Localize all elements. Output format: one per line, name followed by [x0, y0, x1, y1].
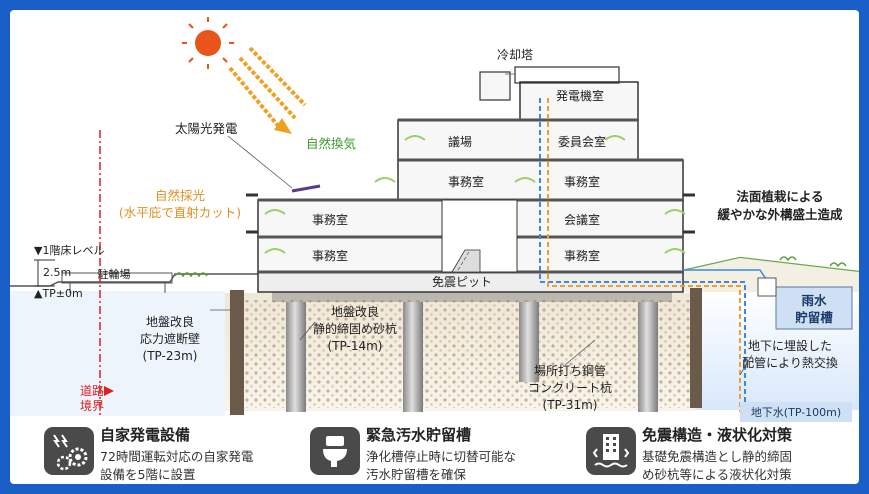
- stress-barrier-wall: [230, 290, 244, 415]
- feature-desc-line1: 72時間運転対応の自家発電: [100, 449, 254, 464]
- natural-lighting-label: 自然採光: [155, 188, 205, 203]
- height-label: 2.5m: [43, 266, 71, 279]
- cast-pile-label: 場所打ち鋼管: [534, 363, 606, 378]
- sand-pile-label-2: 静的締固め砂杭: [313, 321, 397, 336]
- assembly-hall-label: 議場: [448, 135, 472, 149]
- ventilation-flow: [264, 135, 686, 254]
- generator-room-label: 発電機室: [556, 88, 604, 103]
- rain-tank-label-2: 貯留槽: [795, 310, 833, 325]
- toilet-icon: [310, 427, 360, 475]
- natural-lighting-note: (水平庇で直射カット): [119, 205, 241, 220]
- feature-desc-line1: 浄化槽停止時に切替可能な: [366, 449, 517, 464]
- feature-desc-line2: め砂杭等による液状化対策: [642, 467, 792, 482]
- tp-zero-label: ▲TP±0m: [34, 287, 83, 300]
- leader-lines: [210, 73, 753, 376]
- groundwater-box: [740, 402, 852, 422]
- ground-surface: [10, 256, 859, 292]
- diagram-panel: 冷却塔 発電機室 議場 委員会室 事務室 事務室 事務室 会議室 事務室 事務室…: [10, 10, 859, 484]
- level-dimension: [34, 259, 55, 287]
- feature-seismic: 免震構造・液状化対策 基礎免震構造とし静的締固 め砂杭等による液状化対策: [586, 424, 856, 482]
- slope-planting-label-2: 緩やかな外構盛土造成: [717, 207, 843, 222]
- slope-planting-label: 法面植栽による: [736, 189, 823, 204]
- feature-desc-line2: 設備を5階に設置: [100, 467, 196, 482]
- office-label: 事務室: [564, 174, 600, 189]
- cooling-tower-label: 冷却塔: [497, 48, 533, 62]
- sand-pile-label: 地盤改良: [331, 304, 379, 319]
- seismic-building-icon: [586, 427, 636, 475]
- bicycle-shed: [61, 272, 173, 293]
- natural-ventilation-label: 自然換気: [306, 136, 356, 151]
- meeting-room-label: 会議室: [564, 212, 600, 227]
- bicycle-parking-label: 駐輪場: [98, 267, 131, 281]
- feature-generator: 自家発電設備 72時間運転対応の自家発電 設備を5階に設置: [44, 424, 304, 482]
- geothermal-pipes: [539, 98, 746, 412]
- seismic-pit-label: 免震ピット: [432, 274, 492, 289]
- sunbeam-arrows: [228, 46, 307, 130]
- office-label: 事務室: [312, 248, 348, 263]
- sun-icon: [182, 17, 234, 69]
- feature-title: 緊急汚水貯留槽: [366, 426, 472, 444]
- stress-wall-label: 地盤改良: [146, 314, 194, 329]
- sand-pile-depth: (TP-14m): [328, 339, 383, 353]
- soil-layer: [10, 290, 859, 416]
- sunbeam-arrowhead: [274, 118, 292, 134]
- feature-title: 自家発電設備: [100, 426, 191, 444]
- road-boundary-label: 道路: [80, 383, 104, 398]
- rain-inlet: [757, 277, 777, 297]
- road-boundary-arrow: [104, 386, 114, 396]
- office-label: 事務室: [564, 248, 600, 263]
- office-label: 事務室: [448, 174, 484, 189]
- office-label: 事務室: [312, 212, 348, 227]
- building-section-diagram: 冷却塔 発電機室 議場 委員会室 事務室 事務室 事務室 会議室 事務室 事務室…: [10, 17, 859, 422]
- feature-title: 免震構造・液状化対策: [642, 426, 793, 444]
- cast-pile-label-2: コンクリート杭: [528, 380, 612, 395]
- groundwater-label: 地下水(TP-100m): [751, 406, 841, 419]
- feature-desc-line1: 基礎免震構造とし静的締固: [642, 449, 793, 464]
- cast-pile-depth: (TP-31m): [543, 398, 598, 412]
- retaining-wall-right: [690, 288, 702, 408]
- floor-level-label: ▼1階床レベル: [34, 243, 104, 257]
- committee-room-label: 委員会室: [558, 134, 606, 149]
- generator-gear-icon: [44, 427, 94, 475]
- solar-power-label: 太陽光発電: [175, 121, 238, 136]
- rainwater-tank: [775, 286, 853, 330]
- geothermal-label-2: 配管により熱交換: [742, 355, 838, 370]
- feature-desc-line2: 汚水貯留槽を確保: [366, 467, 467, 482]
- rain-tank-label: 雨水: [801, 293, 827, 308]
- feature-sewage-tank: 緊急汚水貯留槽 浄化槽停止時に切替可能な 汚水貯留槽を確保: [310, 424, 570, 482]
- piles: [272, 292, 672, 412]
- road-boundary-label-2: 境界: [80, 398, 104, 413]
- geothermal-label: 地下に埋設した: [748, 338, 832, 353]
- stress-wall-depth: (TP-23m): [143, 349, 198, 363]
- stress-wall-label-2: 応力遮断壁: [140, 331, 200, 346]
